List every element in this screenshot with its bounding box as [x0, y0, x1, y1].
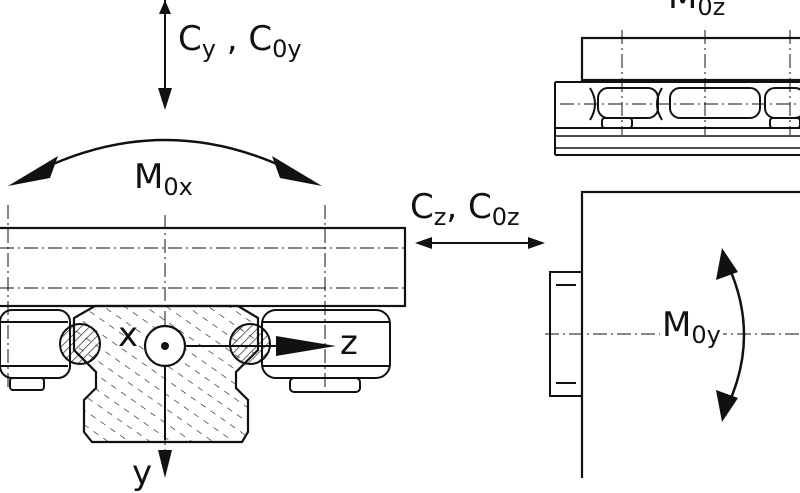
cy-sep: , [215, 19, 249, 59]
top-view-block [554, 36, 800, 156]
axis-x-label: x [118, 315, 139, 355]
top-view-centerlines [560, 30, 800, 135]
cz-sep: , [446, 187, 468, 227]
cy-main: C [178, 19, 202, 59]
cz-main: C [410, 187, 434, 227]
coordinate-origin [143, 324, 187, 368]
c0y-main: C [248, 19, 273, 59]
m0z-main: M [668, 0, 697, 17]
m0z-label: M0z [668, 0, 725, 19]
cz-c0z-label: Cz, C0z [410, 190, 520, 229]
cz-force-arrow [415, 237, 545, 249]
m0y-moment-arrow [716, 248, 746, 422]
right-roller-assembly [229, 309, 391, 393]
cz-sub: z [433, 203, 447, 231]
z-axis-arrow [185, 336, 336, 356]
axis-y-label: y [132, 453, 153, 493]
c0z-main: C [467, 187, 492, 227]
m0y-sub: 0y [691, 321, 721, 349]
m0z-sub: 0z [697, 0, 726, 21]
left-roller-assembly [0, 309, 101, 391]
m0x-sub: 0x [163, 173, 193, 201]
m0y-main: M [662, 305, 692, 345]
c0z-sub: 0z [491, 203, 520, 231]
carriage-plate [0, 226, 407, 308]
m0x-label: M0x [134, 160, 193, 199]
m0x-moment-arrow [8, 138, 322, 186]
cy-force-arrow [158, 0, 172, 110]
cy-c0y-label: Cy , C0y [178, 22, 302, 61]
axis-z-label: z [340, 323, 358, 363]
m0x-main: M [134, 157, 164, 197]
y-axis-arrow [158, 366, 172, 478]
c0y-sub: 0y [272, 35, 302, 63]
m0y-label: M0y [660, 308, 723, 347]
cy-sub: y [201, 35, 216, 63]
